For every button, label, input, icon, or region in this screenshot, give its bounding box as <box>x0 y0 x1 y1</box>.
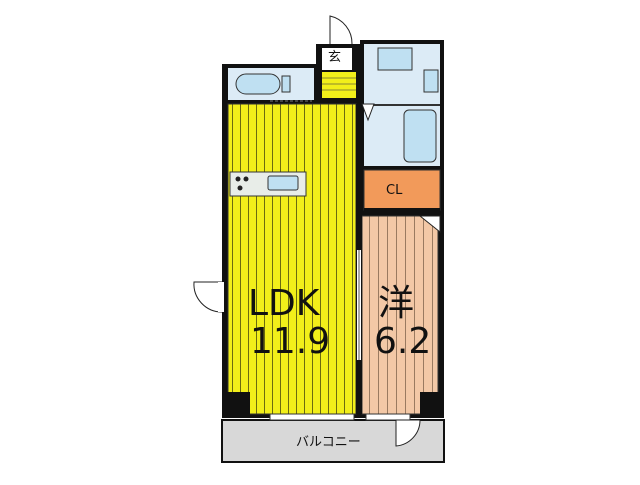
ldk-room <box>228 104 356 414</box>
pillar-bottom-left <box>222 392 250 418</box>
stove-burner-1 <box>235 176 241 182</box>
side-door-swing <box>193 281 223 313</box>
western-size-label: 6.2 <box>374 321 432 362</box>
stove-burner-2 <box>243 176 249 182</box>
balcony-door-swing <box>395 419 421 447</box>
ldk-size-label: 11.9 <box>250 321 331 362</box>
closet-label: CL <box>386 183 403 198</box>
closet-area <box>364 170 440 210</box>
entrance-floor <box>322 48 352 70</box>
entrance-step <box>322 72 356 98</box>
bathtub <box>403 109 437 163</box>
western-name-label: 洋 <box>378 283 415 324</box>
washer-space <box>423 69 439 93</box>
western-room <box>362 216 438 414</box>
pillar-bottom-right <box>420 392 444 418</box>
ldk-window <box>269 413 355 421</box>
entrance-door-swing <box>329 15 353 45</box>
washbasin <box>377 47 413 71</box>
stove-burner-3 <box>237 185 243 191</box>
ldk-name-label: LDK <box>248 283 320 324</box>
western-window <box>365 413 411 421</box>
western-door-swing <box>418 215 441 234</box>
entrance-label: 玄 <box>328 50 342 65</box>
kitchen-sink <box>267 175 299 191</box>
balcony-label: バルコニー <box>296 435 361 450</box>
bath-door-swing <box>361 103 375 122</box>
toilet-bowl <box>235 73 281 95</box>
